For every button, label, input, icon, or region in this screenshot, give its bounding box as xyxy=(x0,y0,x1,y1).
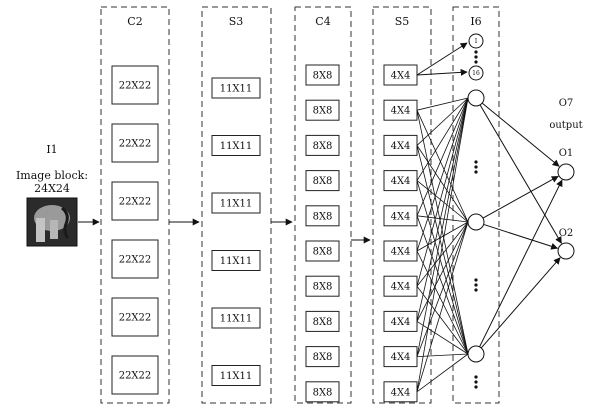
layer-s5-map-label-6: 4X4 xyxy=(391,247,411,258)
layer-s3-map-label-2: 11X11 xyxy=(220,141,253,152)
layer-c2-map-label-4: 22X22 xyxy=(119,255,152,266)
layer-c2-maps: 22X22 22X22 22X22 22X22 22X22 22X22 xyxy=(112,66,158,394)
layer-c2-map-label-1: 22X22 xyxy=(119,81,152,92)
wire-i6-3-to-o2 xyxy=(481,258,560,348)
wire-i6-1-to-o1 xyxy=(482,103,559,166)
wire-i6-2-to-o2 xyxy=(484,224,558,248)
full-connection-lines xyxy=(417,43,562,392)
i6-ellipsis-1 xyxy=(474,160,477,173)
layer-s5-map-label-10: 4X4 xyxy=(391,387,411,398)
layer-c2-map-label-3: 22X22 xyxy=(119,197,152,208)
layer-c2-map-label-6: 22X22 xyxy=(119,371,152,382)
layer-s5-map-label-2: 4X4 xyxy=(391,106,411,117)
i6-ellipsis-2 xyxy=(474,278,477,291)
layer-s3-map-label-6: 11X11 xyxy=(220,371,253,382)
input-id-label: I1 xyxy=(46,143,57,156)
layer-s5-map-label-1: 4X4 xyxy=(391,71,411,82)
layer-c4-map-label-1: 8X8 xyxy=(313,71,333,82)
layer-s5-map-label-5: 4X4 xyxy=(391,211,411,222)
layer-s5-maps: 4X4 4X4 4X4 4X4 4X4 4X4 4X4 4X4 4X4 4X4 xyxy=(384,65,417,402)
layer-c4-map-label-9: 8X8 xyxy=(313,352,333,363)
output-node2-label: O2 xyxy=(559,228,574,239)
wire-s5-4-to-i6-2 xyxy=(417,181,468,222)
wire-s5-5-to-i6-2 xyxy=(417,216,468,222)
layer-s3-title: S3 xyxy=(229,15,244,28)
output-neuron-1 xyxy=(558,164,574,180)
wire-s5-9-to-i6-3 xyxy=(417,354,468,357)
i6-node-last-label: 16 xyxy=(472,70,480,77)
layer-s3-maps: 11X11 11X11 11X11 11X11 11X11 11X11 xyxy=(212,78,260,386)
wire-s5-8-to-i6-1 xyxy=(417,98,468,321)
layer-c4-maps: 8X8 8X8 8X8 8X8 8X8 8X8 8X8 8X8 8X8 8X8 xyxy=(306,65,339,402)
layer-c2-title: C2 xyxy=(127,15,142,28)
wire-s5-7-to-i6-3 xyxy=(417,286,468,354)
layer-s3-map-label-3: 11X11 xyxy=(220,199,253,210)
layer-c4-title: C4 xyxy=(315,15,330,28)
wire-s5-10-to-i6-3 xyxy=(417,354,468,392)
input-desc-line1: Image block: xyxy=(16,169,88,182)
wire-s5-to-i6-first xyxy=(417,43,467,75)
i6-neuron-3 xyxy=(468,346,484,362)
layer-s5-map-label-9: 4X4 xyxy=(391,352,411,363)
i6-ellipsis-3 xyxy=(474,375,477,388)
wire-s5-to-i6-last xyxy=(417,72,467,75)
layer-c4-map-label-8: 8X8 xyxy=(313,317,333,328)
layer-c4-map-label-10: 8X8 xyxy=(313,387,333,398)
wire-s5-2-to-i6-1 xyxy=(417,98,468,110)
layer-s5-map-label-4: 4X4 xyxy=(391,176,411,187)
layer-c4-map-label-4: 8X8 xyxy=(313,176,333,187)
input-image-thumbnail xyxy=(27,198,77,246)
layer-c4-map-label-7: 8X8 xyxy=(313,282,333,293)
wire-s5-3-to-i6-3 xyxy=(417,145,468,354)
layer-s5-map-label-7: 4X4 xyxy=(391,282,411,293)
i6-neuron-1 xyxy=(468,90,484,106)
layer-c2-map-label-5: 22X22 xyxy=(119,313,152,324)
input-desc-line2: 24X24 xyxy=(34,182,70,195)
output-id-label: O7 xyxy=(559,98,574,109)
layer-i6-title: I6 xyxy=(470,15,481,28)
layer-c4-map-label-2: 8X8 xyxy=(313,106,333,117)
layer-c4-map-label-5: 8X8 xyxy=(313,211,333,222)
layer-s5-title: S5 xyxy=(395,15,410,28)
i6-neuron-2 xyxy=(468,214,484,230)
layer-c4-map-label-6: 8X8 xyxy=(313,247,333,258)
output-desc: output xyxy=(549,120,582,131)
i6-top-ellipsis xyxy=(474,50,477,63)
wire-i6-3-to-o1 xyxy=(480,180,562,347)
layer-s3-map-label-4: 11X11 xyxy=(220,256,253,267)
wire-s5-4-to-i6-1 xyxy=(417,98,468,181)
layer-c2-map-label-2: 22X22 xyxy=(119,139,152,150)
output-neuron-2 xyxy=(558,243,574,259)
layer-s3-map-label-5: 11X11 xyxy=(220,314,253,325)
wire-i6-2-to-o1 xyxy=(483,176,558,218)
layer-s3-map-label-1: 11X11 xyxy=(220,84,253,95)
wire-s5-10-to-i6-1 xyxy=(417,98,468,392)
layer-s5-map-label-3: 4X4 xyxy=(391,141,411,152)
i6-node-first-label: 1 xyxy=(474,38,478,45)
output-node1-label: O1 xyxy=(559,148,574,159)
layer-c4-map-label-3: 8X8 xyxy=(313,141,333,152)
layer-s5-map-label-8: 4X4 xyxy=(391,317,411,328)
